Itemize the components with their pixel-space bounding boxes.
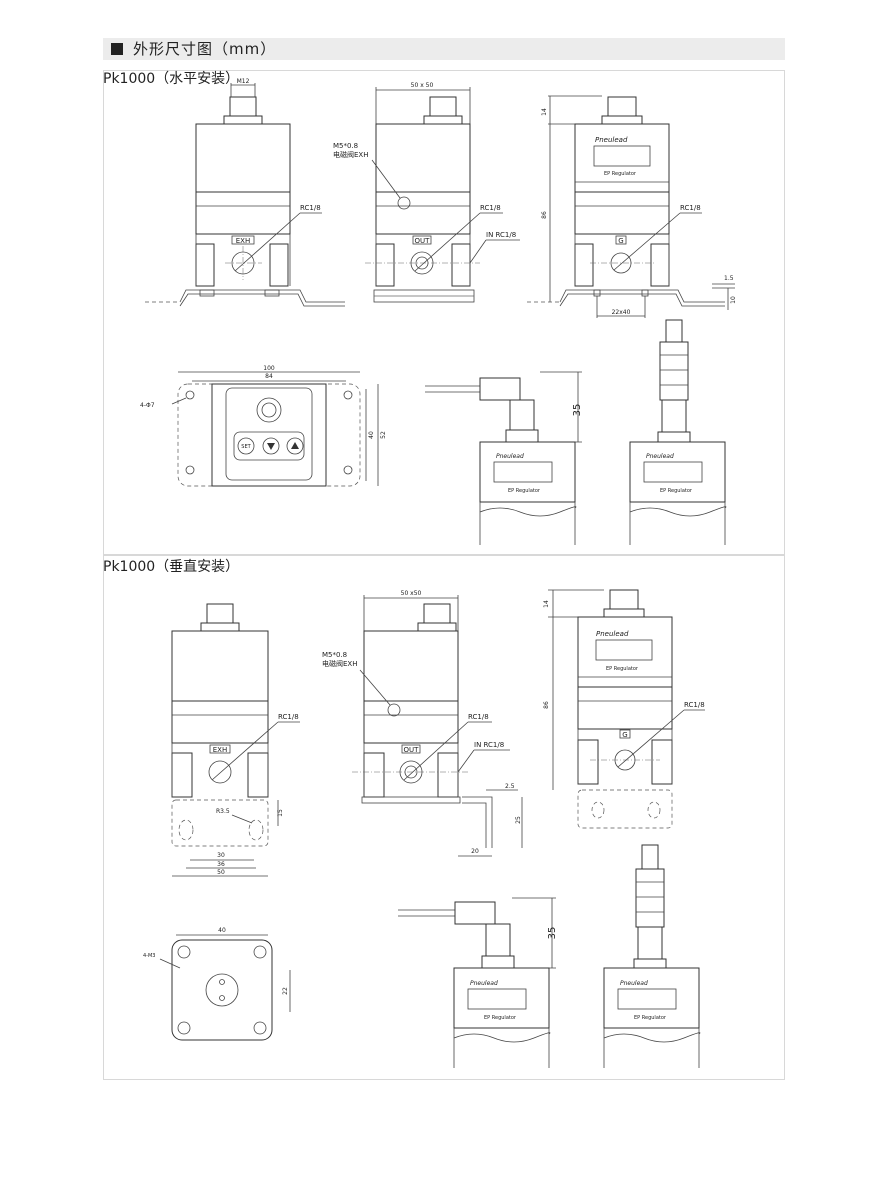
r35-label: R3.5 [216,808,230,815]
exh-port-label: EXH [236,237,250,245]
dim-30: 30 [217,852,225,859]
dim-1-5: 1.5 [724,275,734,282]
dim-40-v: 40 [218,927,226,934]
m5-label-v: M5*0.8 [322,651,347,659]
horizontal-front-view: Pneulead EP Regulator G RC1/8 14 86 22x4… [527,95,737,318]
dim-52: 52 [380,431,387,439]
dim-22x40: 22x40 [612,309,631,316]
product-label: EP Regulator [604,171,637,177]
title-square-icon [111,43,123,55]
product-label-v1: EP Regulator [484,1015,517,1021]
dim-14-v: 14 [543,600,550,608]
rc18-v3-label: RC1/8 [684,701,705,709]
dim-84: 84 [265,373,273,380]
vertical-exh-view: EXH RC1/8 R3.5 15 30 36 50 [171,603,300,877]
exh-port-label-v: EXH [213,746,227,754]
out-port-label: OUT [415,237,431,245]
up-arrow-icon [291,442,299,449]
horizontal-panel [103,70,785,555]
dim-100: 100 [263,365,275,372]
vertical-front-view: 14 86 Pneulead EP Regulator G RC1/8 [543,589,705,829]
dim-86-v: 86 [543,701,550,709]
g-port-label: G [618,237,623,245]
dim-36: 36 [217,861,225,868]
rc18-v1-label: RC1/8 [278,713,299,721]
dim-2-5: 2.5 [505,783,515,790]
brand-logo-v1: Pneulead [470,980,498,987]
solenoid-exh-label: 电磁阀EXH [333,150,368,159]
out-port-label-v: OUT [404,746,420,754]
page-title: 外形尺寸图（mm） [133,40,277,58]
dim-22-v: 22 [282,987,289,995]
solenoid-exh-label-v: 电磁阀EXH [322,659,357,668]
brand-logo: Pneulead [595,136,628,144]
dim-86: 86 [541,211,548,219]
dim-35-v: 35 [547,927,558,940]
rc18-g-label: RC1/8 [680,204,701,212]
m5-label: M5*0.8 [333,142,358,150]
dim-20: 20 [471,848,479,855]
vertical-section-label: Pk1000（垂直安装） [103,559,240,575]
dim-40: 40 [368,431,375,439]
brand-logo-h2: Pneulead [646,453,674,460]
down-arrow-icon [267,443,275,450]
m3-label: 4-M3 [143,953,155,959]
dim-35: 35 [572,404,583,417]
brand-logo-h1: Pneulead [496,453,524,460]
horizontal-exh-view: EXH RC1/8 M12 [145,78,345,307]
section-title-bar: 外形尺寸图（mm） [103,38,785,60]
product-label-v2: EP Regulator [634,1015,667,1021]
dim-15: 15 [277,809,284,817]
g-port-label-v: G [622,731,627,739]
dim-14: 14 [541,108,548,116]
dim-50: 50 [217,869,225,876]
dim-25: 25 [515,816,522,824]
size-50x50-v: 50 x50 [401,590,422,597]
brand-logo-v: Pneulead [596,630,629,638]
in-rc18-label: IN RC1/8 [486,231,516,239]
product-label-h1: EP Regulator [508,488,541,494]
vertical-connector-views: 35 Pneulead EP Regulator Pneulead EP Reg… [398,844,701,1068]
set-button-label: SET [241,444,251,450]
vertical-bottom-plate: 40 4-M3 22 [143,927,291,1041]
rc18-label: RC1/8 [300,204,321,212]
vertical-panel [103,555,785,1080]
brand-logo-v2: Pneulead [620,980,648,987]
product-label-h2: EP Regulator [660,488,693,494]
horizontal-section-label: Pk1000（水平安装） [103,71,240,87]
horizontal-out-view: 50 x 50 M5*0.8 电磁阀EXH OUT RC1/8 IN RC1/8 [333,82,520,303]
vertical-out-view: 50 x50 M5*0.8 电磁阀EXH OUT RC1/8 IN RC1/8 … [322,590,523,857]
hole-4-phi7: 4-Φ7 [140,402,155,409]
dim-10: 10 [730,296,737,304]
in-rc18-label-v: IN RC1/8 [474,741,504,749]
m12-label: M12 [237,78,250,85]
rc18-out-label: RC1/8 [480,204,501,212]
product-label-v: EP Regulator [606,666,639,672]
size-50x50-label: 50 x 50 [411,82,434,89]
horizontal-plan-view: 100 84 SET 4-Φ7 40 52 [140,365,387,487]
rc18-v2-label: RC1/8 [468,713,489,721]
horizontal-connector-views: 35 Pneulead EP Regulator Pneulead EP Reg… [425,319,727,545]
